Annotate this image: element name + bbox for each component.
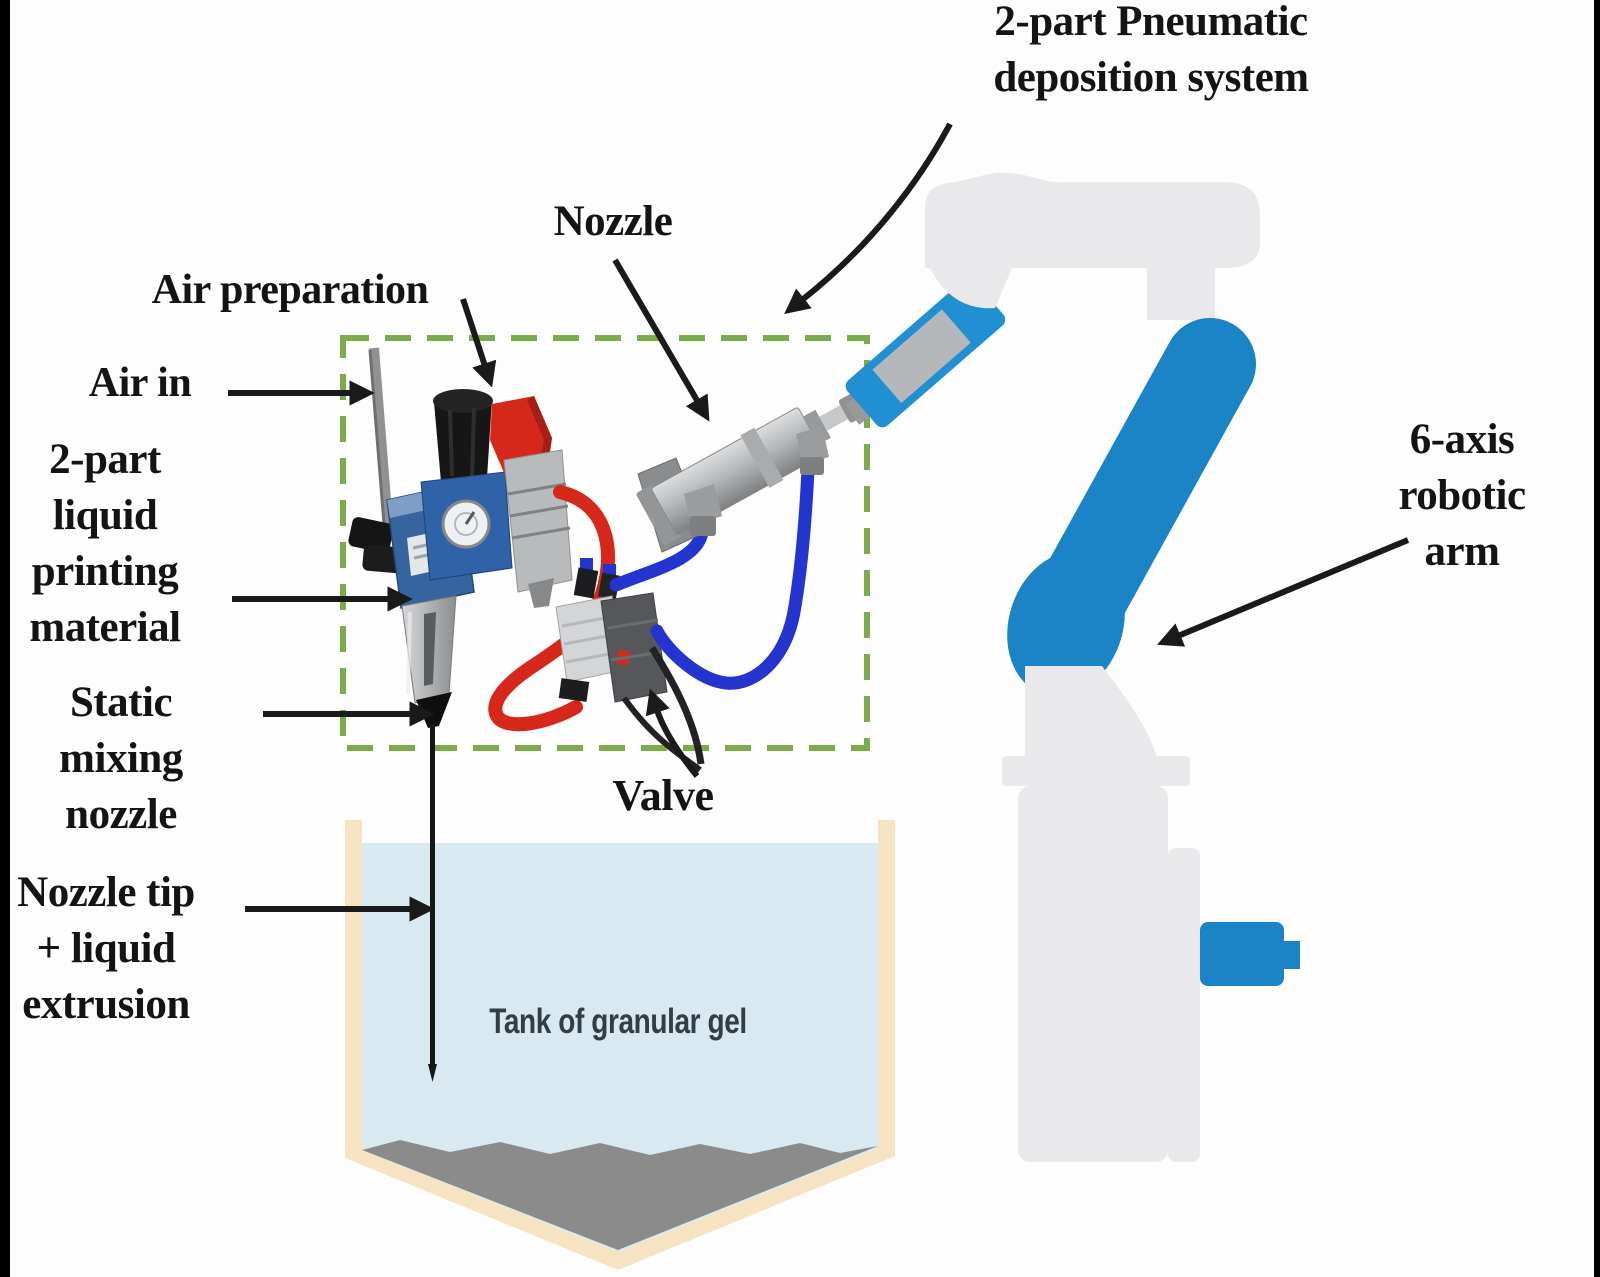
robot-pedestal-flange — [1002, 756, 1190, 786]
blue-tube-loop — [650, 463, 815, 690]
right-border-bar — [1594, 0, 1600, 1277]
robot-wrist-effector — [845, 278, 1006, 428]
pressure-gauge-dial — [454, 512, 478, 536]
label-air-preparation: Air preparation — [151, 267, 429, 313]
air-in-rod-shade — [368, 349, 386, 525]
label-tank: Tank of granular gel — [489, 1002, 747, 1041]
valve-top-fitting — [573, 567, 599, 599]
valve-unit — [555, 558, 705, 773]
robot-beam-tab — [1147, 266, 1215, 320]
gauge-needle — [464, 511, 476, 525]
robot-shoulder-joint — [930, 268, 1012, 309]
bracket-foot-left — [690, 516, 716, 536]
pneumatic-system-arrow — [784, 122, 953, 315]
cylinder-band — [740, 427, 784, 488]
valve-cable2 — [621, 696, 702, 773]
deposition-system-dashed-box — [340, 335, 870, 751]
bracket-foot-right — [800, 457, 824, 475]
label-valve: Valve — [612, 771, 715, 820]
nozzle-tip-line — [430, 724, 435, 1064]
label-nozzle: Nozzle — [553, 198, 673, 245]
label-static-mixing-nozzle: Static mixing nozzle — [59, 679, 183, 838]
robot-base-connector — [1200, 922, 1284, 986]
lockout-groove — [507, 482, 567, 496]
rod-elbow-fitting — [348, 517, 394, 553]
red-air-tube — [488, 485, 615, 732]
robot-elbow-joint — [1007, 551, 1125, 697]
robot-pedestal-neck — [1025, 666, 1158, 762]
robotic-arm — [925, 172, 1300, 1162]
solenoid-stripe — [607, 618, 659, 630]
bowl-highlight — [406, 611, 412, 695]
valve-cable — [649, 646, 705, 765]
robot-pedestal-step — [1168, 848, 1200, 1162]
nozzle-tip-end — [428, 1064, 437, 1082]
blue-tube-short — [609, 525, 709, 592]
regulator-knob-top — [433, 389, 493, 413]
annotation-arrows — [228, 122, 1410, 922]
cylinder-rod — [819, 404, 850, 431]
granular-gel-layer — [362, 1140, 878, 1250]
lockout-groove3 — [511, 526, 571, 540]
label-pneumatic-deposition-system: 2-part Pneumatic deposition system — [993, 0, 1309, 101]
left-border-bar — [0, 0, 10, 1277]
robot-base-connector-plug — [1282, 941, 1300, 969]
label-air-in: Air in — [88, 360, 192, 406]
pneumatic-cylinder-nozzle — [636, 392, 867, 553]
cylinder-bracket-right — [796, 426, 829, 465]
air-preparation-arrow — [460, 298, 497, 388]
lockout-outlet — [528, 578, 554, 608]
tank-of-granular-gel — [345, 820, 895, 1270]
knob-rib2 — [470, 407, 476, 477]
valve-bottom-fitting — [558, 678, 590, 702]
air-preparation-unit — [348, 347, 573, 728]
label-printing-material: 2-part liquid printing material — [29, 436, 181, 651]
effector-gray-plate — [872, 309, 971, 403]
label-robotic-arm: 6-axis robotic arm — [1398, 416, 1526, 575]
cylinder-rear-cap — [636, 484, 681, 545]
knob-rib — [448, 409, 454, 477]
bowl-sight-slot — [424, 612, 436, 686]
robot-pedestal-body — [1018, 786, 1168, 1162]
robotic-arm-arrow — [1157, 537, 1410, 647]
cylinder-bracket-left — [684, 484, 722, 526]
label-nozzle-tip-extrusion: Nozzle tip + liquid extrusion — [17, 869, 195, 1028]
air-in-rod — [369, 347, 393, 527]
valve-arrow — [645, 688, 700, 778]
nozzle-arrow — [612, 258, 710, 422]
lockout-groove2 — [509, 504, 569, 518]
robot-upper-beam — [925, 172, 1260, 268]
